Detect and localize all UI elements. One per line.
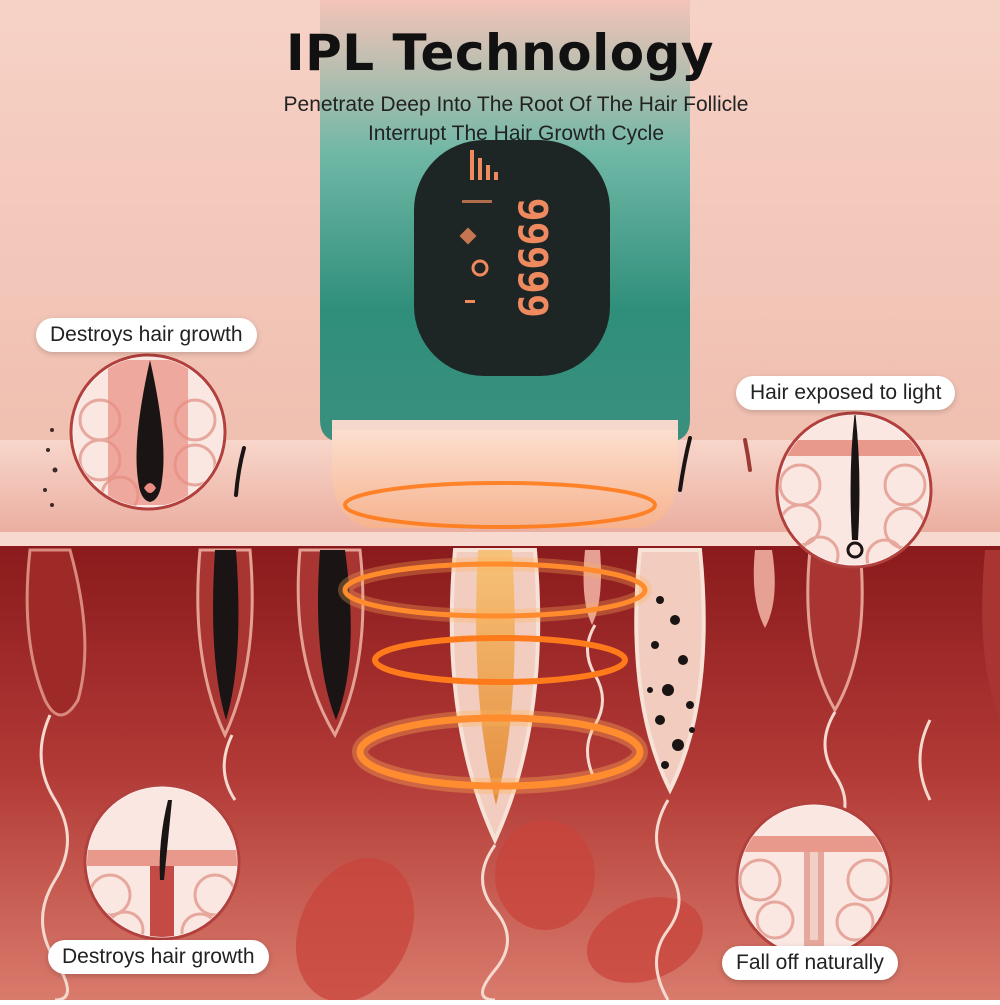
- page-title: IPL Technology: [286, 24, 714, 82]
- ipl-device: 66666: [320, 0, 690, 528]
- light-rings: [338, 481, 657, 794]
- label-hair-exposed-to-light: Hair exposed to light: [736, 376, 956, 410]
- surface-hairs: [234, 436, 752, 497]
- device-screen: [414, 140, 610, 376]
- inset-circle-bottom-right: [735, 801, 893, 959]
- inset-circle-bottom-left: [83, 783, 241, 941]
- device-display-digits: 66666: [512, 198, 558, 318]
- debris-particles: [43, 428, 58, 507]
- label-destroys-hair-growth-top: Destroys hair growth: [36, 318, 257, 352]
- label-destroys-hair-growth-bottom: Destroys hair growth: [48, 940, 269, 974]
- device-head: [332, 420, 678, 528]
- label-fall-off-naturally: Fall off naturally: [722, 946, 898, 980]
- inset-circle-top-right: [775, 411, 933, 569]
- subtitle-line-1: Penetrate Deep Into The Root Of The Hair…: [283, 93, 749, 116]
- subtitle-line-2: Interrupt The Hair Growth Cycle: [367, 122, 665, 145]
- inset-circle-top-left: [69, 353, 227, 511]
- skin-edge: [0, 532, 1000, 546]
